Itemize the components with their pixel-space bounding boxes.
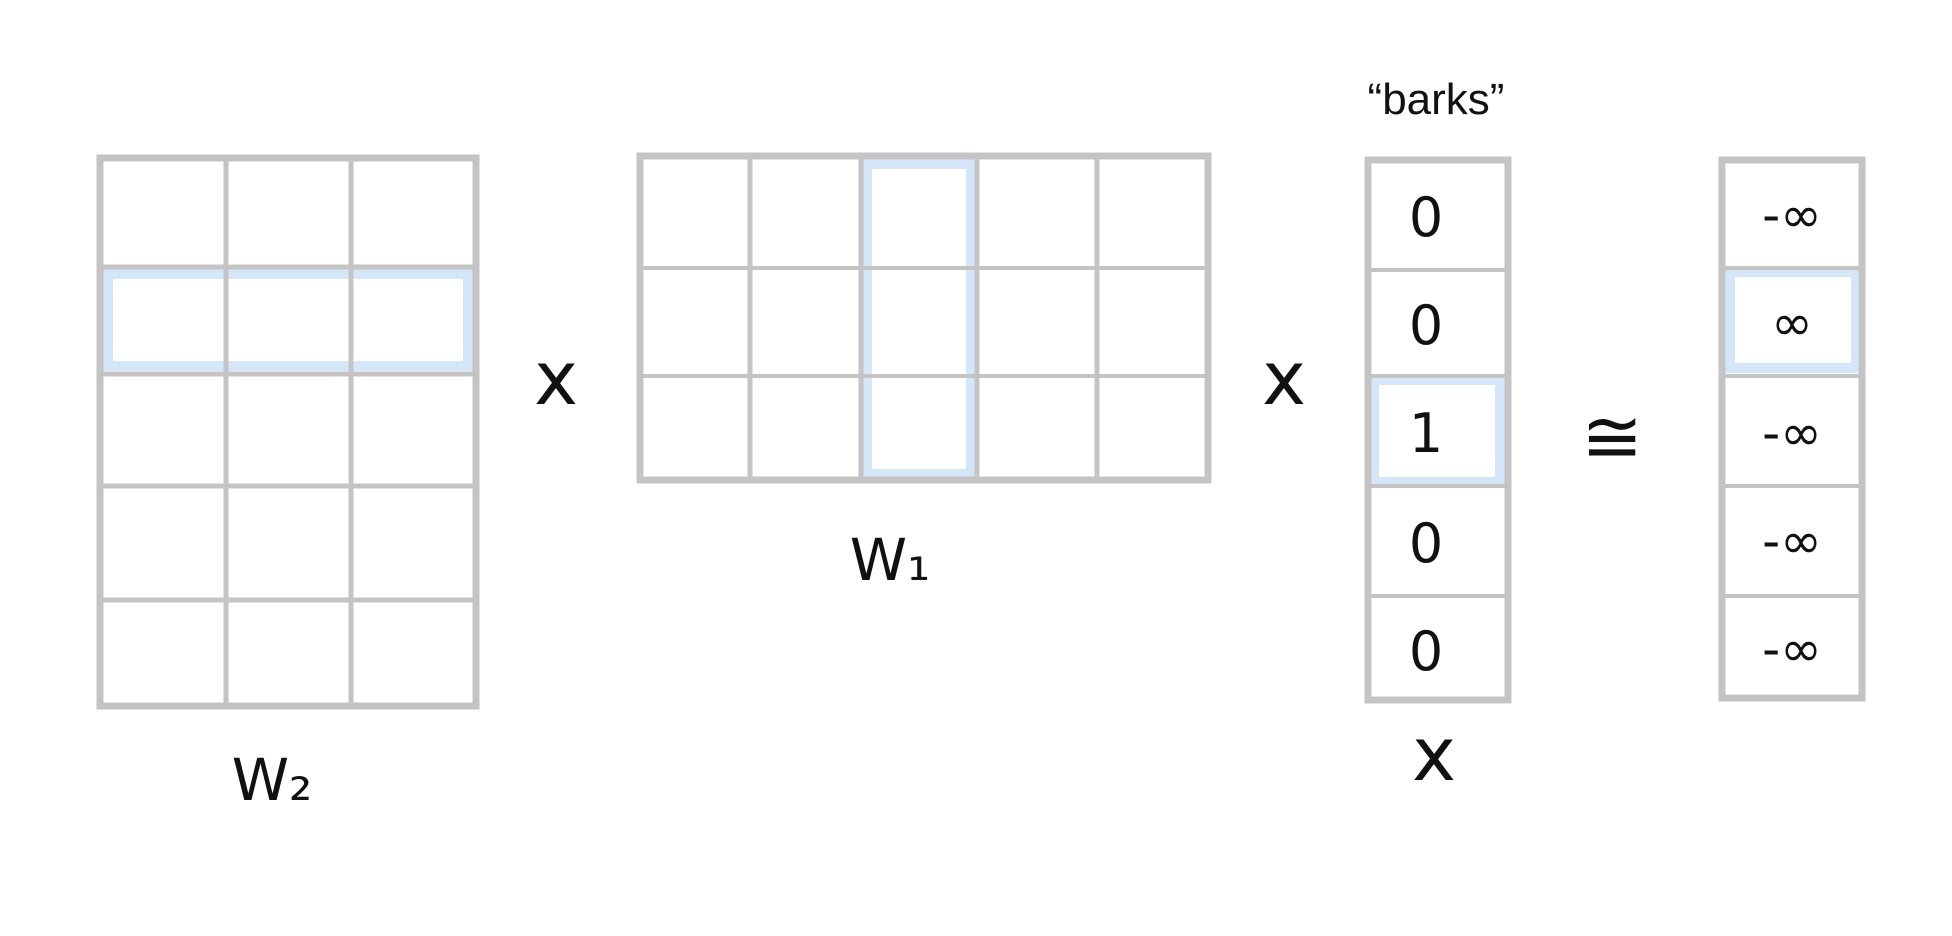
w2-highlight-row [103,269,473,371]
result-value: ∞ [1771,294,1813,352]
result-grid [1718,156,1866,702]
result-value: -∞ [1762,620,1822,678]
x-label: x [1412,712,1456,798]
w2-matrix: W₂ [96,154,480,814]
result-value: -∞ [1762,186,1822,244]
approx-equal-operator: ≅ [1581,394,1643,480]
x-highlight-cell [1369,375,1505,487]
result-vector: -∞ ∞ -∞ -∞ -∞ [1718,156,1866,702]
result-value: -∞ [1762,512,1822,570]
w1-grid [636,152,1212,484]
w1-label: W₁ [850,526,931,594]
w1-highlight-column [862,159,976,479]
x-value: 1 [1409,402,1443,465]
multiply-operator-1: x [534,336,578,422]
x-values: 0 0 1 0 0 [1409,186,1443,683]
w1-matrix: W₁ [636,152,1212,594]
x-grid [1364,156,1512,704]
x-annotation: “barks” [1368,75,1505,124]
x-value: 0 [1409,512,1443,575]
result-values: -∞ ∞ -∞ -∞ -∞ [1762,186,1822,678]
result-highlight-cell [1725,267,1861,373]
x-value: 0 [1409,620,1443,683]
x-vector: “barks” 0 0 1 0 0 x [1364,75,1512,798]
x-value: 0 [1409,294,1443,357]
w2-grid [96,154,480,710]
x-value: 0 [1409,186,1443,249]
w2-label: W₂ [232,746,313,814]
multiply-operator-2: x [1262,336,1306,422]
result-value: -∞ [1762,404,1822,462]
